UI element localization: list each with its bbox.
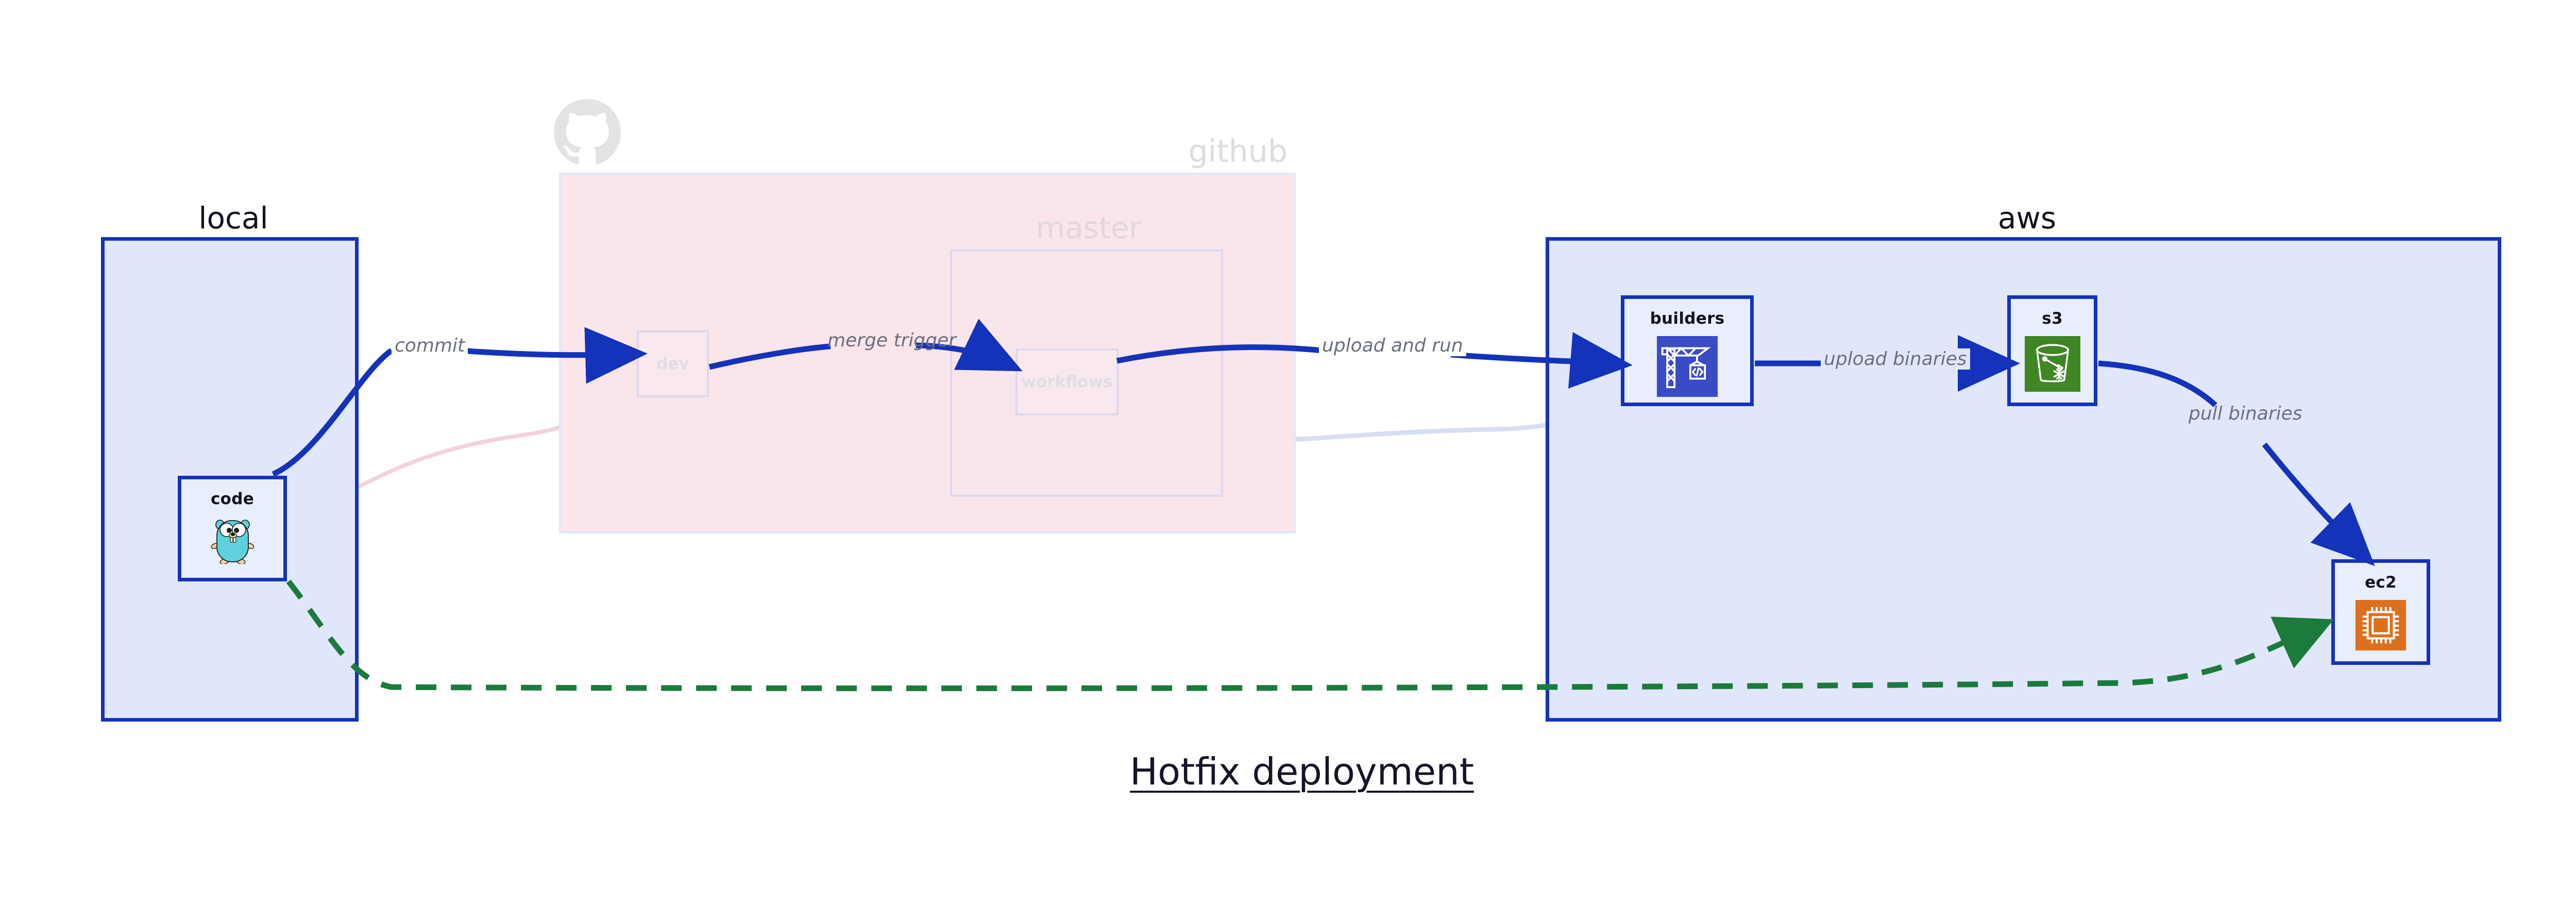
group-aws-title: aws xyxy=(1997,201,2057,236)
node-s3[interactable]: s3 xyxy=(2007,295,2097,406)
group-github-title: github xyxy=(1188,133,1287,170)
go-gopher-icon xyxy=(211,516,255,566)
aws-s3-bucket-icon xyxy=(2024,336,2080,394)
group-master-title: master xyxy=(1036,210,1142,245)
group-github: github dev master workflows xyxy=(559,133,1296,533)
node-ec2-label: ec2 xyxy=(2365,573,2397,592)
diagram-caption: Hotfix deployment xyxy=(1130,750,1474,793)
node-ec2[interactable]: ec2 xyxy=(2331,559,2430,665)
node-builders-label: builders xyxy=(1650,309,1725,328)
github-octocat-icon xyxy=(554,99,621,166)
edge-label-pull-binaries: pull binaries xyxy=(2189,403,2302,424)
node-dev-label: dev xyxy=(656,355,689,373)
node-builders[interactable]: builders xyxy=(1621,295,1754,406)
edge-label-upload-and-run: upload and run xyxy=(1319,335,1466,356)
node-code[interactable]: code xyxy=(178,476,287,581)
edge-label-upload-binaries: upload binaries xyxy=(1821,348,1970,370)
group-master: master workflows xyxy=(950,210,1223,497)
edge-label-merge-trigger: merge trigger xyxy=(827,330,957,351)
node-workflows-label: workflows xyxy=(1021,373,1113,391)
node-code-label: code xyxy=(210,490,255,508)
node-workflows[interactable]: workflows xyxy=(1015,348,1118,415)
edge-label-commit: commit xyxy=(392,335,468,356)
aws-codebuild-crane-icon xyxy=(1657,336,1718,399)
group-local-title: local xyxy=(198,201,268,236)
node-s3-label: s3 xyxy=(2042,309,2063,328)
node-dev[interactable]: dev xyxy=(637,330,709,397)
aws-ec2-chip-icon xyxy=(2355,600,2406,653)
